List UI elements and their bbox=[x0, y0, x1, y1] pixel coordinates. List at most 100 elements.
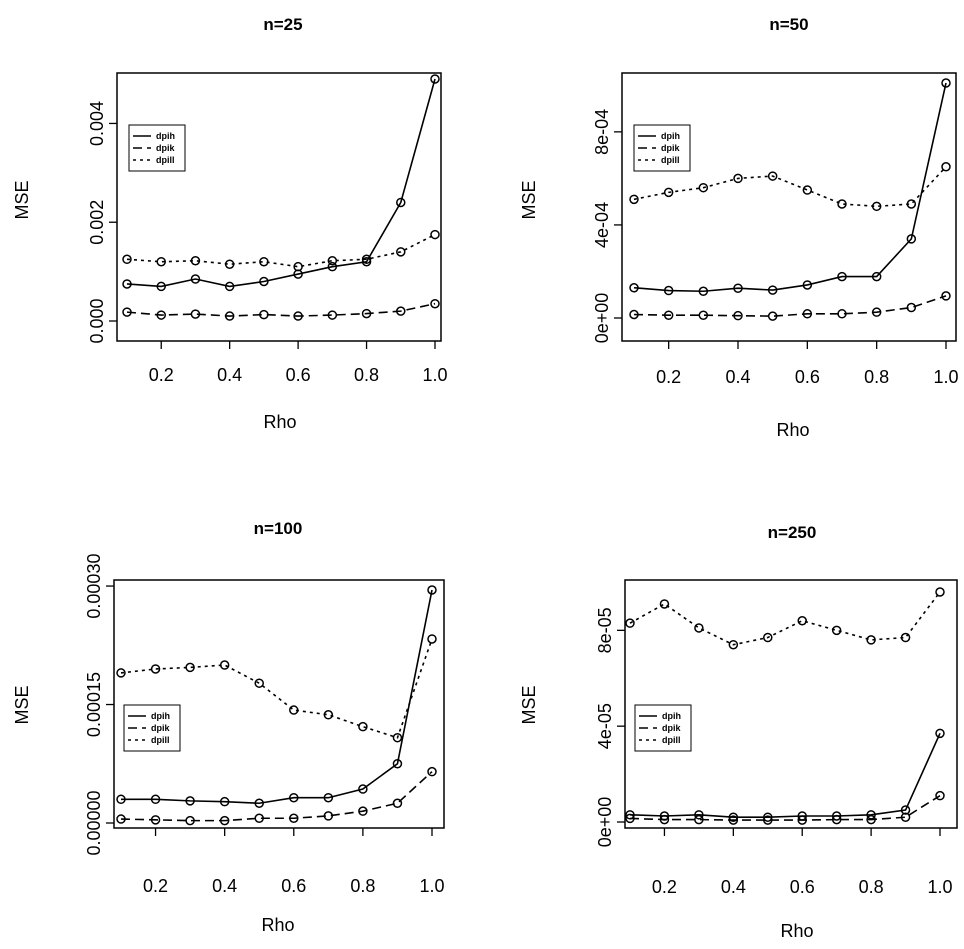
data-point-dpill bbox=[219, 660, 230, 670]
series-line-dpik bbox=[126, 302, 436, 317]
y-tick-label: 4e-04 bbox=[592, 202, 612, 248]
x-tick-label: 0.8 bbox=[859, 877, 884, 897]
x-tick-label: 0.8 bbox=[350, 876, 375, 896]
data-point-dpill bbox=[625, 618, 635, 628]
data-point-dpik bbox=[259, 309, 269, 320]
data-point-dpill bbox=[866, 635, 876, 645]
legend-label: dpill bbox=[156, 155, 175, 165]
data-point-dpik bbox=[396, 306, 406, 316]
data-point-dpill bbox=[254, 678, 264, 688]
data-point-dpih bbox=[906, 234, 917, 244]
data-point-dpill bbox=[224, 259, 235, 269]
data-point-dpih bbox=[767, 285, 778, 295]
data-point-dpik bbox=[116, 814, 126, 824]
data-point-dpih bbox=[698, 286, 709, 296]
data-point-dpik bbox=[254, 813, 264, 824]
data-point-dpill bbox=[698, 182, 709, 193]
data-point-dpill bbox=[733, 173, 743, 184]
x-tick-label: 0.2 bbox=[143, 876, 168, 896]
data-point-dpik bbox=[728, 815, 739, 825]
data-point-dpill bbox=[694, 623, 704, 633]
data-point-dpih bbox=[871, 271, 882, 282]
data-point-dpih bbox=[763, 812, 773, 822]
x-tick-label: 0.2 bbox=[652, 877, 677, 897]
x-tick-label: 1.0 bbox=[933, 367, 958, 387]
data-point-dpih bbox=[190, 274, 201, 284]
data-point-dpih bbox=[430, 74, 440, 84]
series-line-dpill bbox=[633, 166, 947, 208]
y-tick-label: 0.004 bbox=[87, 101, 107, 146]
data-point-dpih bbox=[116, 794, 126, 805]
x-tick-label: 0.4 bbox=[721, 877, 746, 897]
data-point-dpih bbox=[185, 796, 195, 806]
y-tick-label: 0.000 bbox=[87, 298, 107, 343]
series-line-dpill bbox=[126, 233, 436, 268]
legend-label: dpih bbox=[151, 711, 170, 721]
series-line-dpih bbox=[121, 589, 433, 805]
x-tick-label: 1.0 bbox=[419, 876, 444, 896]
data-point-dpill bbox=[259, 256, 269, 267]
data-point-dpik bbox=[327, 310, 338, 320]
data-point-dpill bbox=[629, 194, 639, 205]
data-point-dpill bbox=[116, 668, 126, 678]
data-point-dpih bbox=[358, 784, 368, 794]
data-point-dpik bbox=[190, 309, 201, 319]
plot-frame bbox=[624, 579, 958, 829]
data-point-dpill bbox=[156, 256, 166, 267]
data-point-dpik bbox=[837, 309, 847, 319]
x-tick-label: 0.6 bbox=[795, 367, 820, 387]
data-point-dpih bbox=[259, 276, 269, 287]
plot-frame bbox=[116, 72, 442, 342]
y-tick-label: 0.002 bbox=[87, 200, 107, 245]
y-tick-label: 0.00015 bbox=[84, 672, 104, 737]
x-tick-label: 0.2 bbox=[656, 367, 681, 387]
data-point-dpik bbox=[361, 308, 372, 319]
data-point-dpill bbox=[659, 599, 670, 609]
data-point-dpih bbox=[900, 805, 911, 815]
data-point-dpih bbox=[289, 792, 299, 803]
data-point-dpih bbox=[427, 585, 437, 595]
data-point-dpill bbox=[767, 171, 778, 181]
series-line-dpik bbox=[120, 771, 433, 822]
data-point-dpill bbox=[150, 664, 161, 674]
y-tick-label: 4e-05 bbox=[595, 703, 615, 749]
data-point-dpill bbox=[430, 229, 440, 240]
data-point-dpik bbox=[935, 790, 945, 801]
y-tick-label: 0.00030 bbox=[84, 554, 104, 619]
data-point-dpih bbox=[941, 78, 951, 88]
x-tick-label: 0.4 bbox=[725, 367, 750, 387]
data-point-dpih bbox=[224, 281, 235, 292]
data-point-dpih bbox=[837, 271, 847, 282]
data-point-dpik bbox=[293, 311, 303, 321]
data-point-dpill bbox=[392, 732, 403, 743]
data-point-dpik bbox=[289, 813, 299, 824]
series-line-dpih bbox=[126, 78, 436, 288]
data-point-dpik bbox=[694, 814, 704, 825]
data-point-dpik bbox=[698, 310, 709, 320]
data-point-dpih bbox=[802, 280, 813, 290]
data-point-dpik bbox=[866, 814, 876, 825]
data-point-dpih bbox=[327, 261, 338, 272]
x-tick-label: 0.8 bbox=[354, 365, 379, 385]
legend-label: dpih bbox=[156, 131, 175, 141]
data-point-dpill bbox=[797, 616, 807, 626]
chart-title: n=100 bbox=[254, 519, 303, 538]
data-point-dpik bbox=[185, 815, 195, 826]
data-point-dpih bbox=[156, 281, 166, 292]
data-point-dpill bbox=[396, 247, 406, 257]
y-tick-label: 0e+00 bbox=[592, 293, 612, 344]
data-point-dpih bbox=[733, 283, 743, 293]
data-point-dpill bbox=[327, 255, 338, 266]
data-point-dpill bbox=[190, 255, 201, 266]
x-axis-label: Rho bbox=[261, 915, 294, 935]
x-tick-label: 0.4 bbox=[217, 365, 242, 385]
data-point-dpik bbox=[224, 311, 235, 321]
x-tick-label: 0.6 bbox=[286, 365, 311, 385]
data-point-dpih bbox=[728, 812, 739, 822]
data-point-dpih bbox=[694, 810, 704, 820]
